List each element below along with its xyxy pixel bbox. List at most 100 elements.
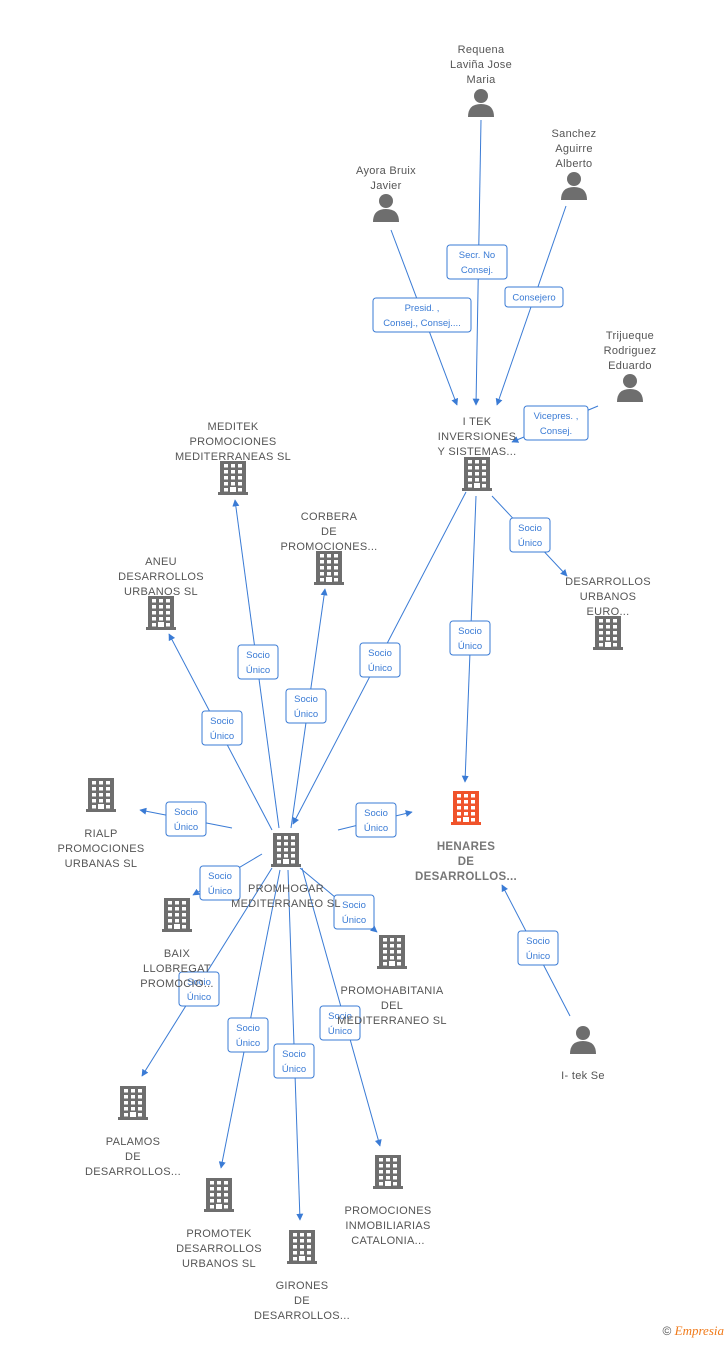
node-label: MEDITERRANEO SL — [337, 1015, 447, 1027]
node-label: EURO... — [586, 606, 629, 618]
node-label: I- tek Se — [561, 1070, 605, 1082]
relation-label-text: Único — [208, 886, 232, 897]
relation-label-text: Único — [518, 538, 542, 549]
relation-label-text: Vicepres. , — [534, 411, 579, 422]
building-icon — [271, 833, 301, 867]
node-label: LLOBREGAT — [143, 963, 211, 975]
relation-label-text: Único — [187, 992, 211, 1003]
relation-label-text: Consej. — [540, 426, 572, 437]
node-label: Ayora Bruix — [356, 165, 416, 177]
node-promohabitania[interactable]: PROMOHABITANIA DEL MEDITERRANEO SL — [337, 935, 447, 1027]
node-label: DEL — [381, 1000, 403, 1012]
relation-label-text: Único — [458, 641, 482, 652]
brand-logo[interactable]: Empresia — [674, 1323, 724, 1338]
node-label: Requena — [458, 44, 505, 56]
relation-label-text: Socio — [236, 1023, 260, 1034]
relation-label-text: Único — [282, 1064, 306, 1075]
edge-ayora-to-itek: Presid. ,Consej., Consej.... — [372, 229, 472, 406]
relation-label[interactable]: Consejero — [504, 286, 564, 308]
node-label: URBANOS — [580, 591, 637, 603]
relation-label-text: Socio — [246, 650, 270, 661]
node-deseuro[interactable]: DESARROLLOSURBANOSEURO... — [565, 576, 651, 650]
node-label: DE — [458, 856, 475, 868]
node-label: PROMOCIONES... — [280, 541, 377, 553]
node-promociones_cat[interactable]: PROMOCIONESINMOBILIARIASCATALONIA... — [344, 1155, 431, 1247]
node-label: URBANOS SL — [124, 586, 198, 598]
node-henares[interactable]: HENARESDEDESARROLLOS... — [415, 791, 517, 883]
node-label: DESARROLLOS — [176, 1243, 262, 1255]
edge-sanchez-to-itek: Consejero — [495, 205, 567, 406]
relation-label-text: Secr. No — [459, 250, 495, 261]
relation-label-text: Socio — [458, 626, 482, 637]
node-label: Eduardo — [608, 360, 652, 372]
relation-label[interactable]: Vicepres. , Consej. — [523, 405, 589, 441]
node-label: PROMHOGAR — [248, 883, 324, 895]
node-label: Sanchez — [552, 128, 597, 140]
node-label: BAIX — [164, 948, 191, 960]
person-icon — [570, 1026, 596, 1054]
node-label: CORBERA — [301, 511, 358, 523]
node-girones[interactable]: GIRONESDEDESARROLLOS... — [254, 1230, 350, 1322]
node-label: URBANAS SL — [65, 858, 138, 870]
person-icon — [561, 172, 587, 200]
relation-label-text: Socio — [210, 716, 234, 727]
relation-label[interactable]: Presid. ,Consej., Consej.... — [372, 297, 472, 333]
relation-label-text: Socio — [526, 936, 550, 947]
node-label: Maria — [466, 74, 496, 86]
node-label: INMOBILIARIAS — [345, 1220, 430, 1232]
building-icon — [118, 1086, 148, 1120]
node-palamos[interactable]: PALAMOSDEDESARROLLOS... — [85, 1086, 181, 1178]
building-icon — [373, 1155, 403, 1189]
node-label: PROMOHABITANIA — [340, 985, 443, 997]
node-label: DESARROLLOS... — [415, 871, 517, 883]
building-icon — [86, 778, 116, 812]
relation-label-text: Socio — [364, 808, 388, 819]
node-corbera[interactable]: CORBERADEPROMOCIONES... — [280, 511, 377, 585]
node-baix[interactable]: BAIXLLOBREGATPROMOCIO... — [140, 898, 214, 990]
node-label: DE — [294, 1295, 310, 1307]
node-label: DESARROLLOS... — [254, 1310, 350, 1322]
edge-promhogar-to-palamos: Socio Único — [141, 867, 273, 1077]
node-itekse[interactable]: I- tek Se — [561, 1026, 605, 1082]
building-icon — [451, 791, 481, 825]
